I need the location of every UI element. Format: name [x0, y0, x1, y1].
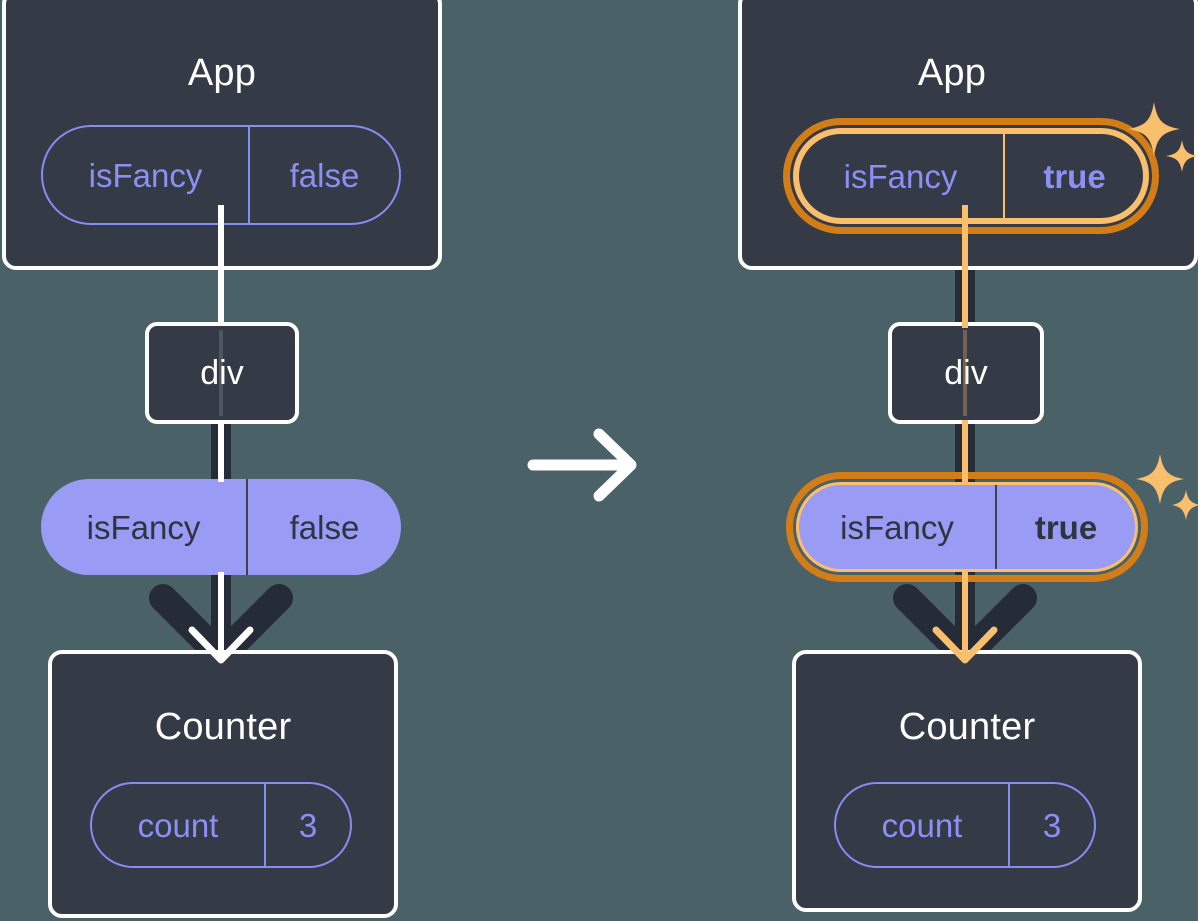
connector-app-to-div-before: [218, 205, 224, 325]
arrow-head-orange-after: [932, 626, 998, 664]
pill-divider: [248, 127, 250, 223]
counter-state-pill-before[interactable]: count 3: [90, 782, 352, 868]
arrow-head-white-before: [188, 626, 254, 664]
arrow-right-icon: [527, 428, 637, 502]
app-state-pill-after[interactable]: isFancy true: [796, 131, 1146, 221]
counter-state-pill-after[interactable]: count 3: [834, 782, 1096, 868]
connector-through-div-after: [963, 330, 967, 416]
counter-title-before: Counter: [154, 706, 292, 748]
prop-pill-value-before: false: [289, 508, 360, 546]
connector-prop-to-counter-before: [218, 572, 224, 660]
div-element-box-after[interactable]: div: [888, 322, 1044, 424]
prop-pill-before[interactable]: isFancy false: [41, 479, 401, 575]
pill-divider: [995, 485, 997, 569]
app-title-before: App: [187, 52, 257, 94]
pill-divider: [1003, 133, 1005, 219]
app-state-pill-before[interactable]: isFancy false: [41, 125, 401, 225]
counter-state-pill-key-after: count: [881, 806, 963, 844]
prop-pill-value-after: true: [1034, 508, 1098, 546]
connector-prop-to-counter-after: [962, 572, 968, 660]
app-state-pill-key-after: isFancy: [843, 157, 958, 195]
pill-divider: [1008, 784, 1010, 866]
sparkle-icon-prop-after: [1136, 454, 1198, 520]
counter-state-pill-value-after: 3: [1042, 806, 1062, 844]
prop-pill-key-before: isFancy: [86, 508, 201, 546]
counter-state-pill-key-before: count: [137, 806, 219, 844]
app-title-after: App: [917, 52, 987, 94]
prop-pill-key-after: isFancy: [840, 508, 954, 546]
div-label-after: div: [944, 353, 988, 392]
connector-div-to-prop-before: [218, 420, 224, 482]
pill-divider: [246, 479, 248, 575]
connector-app-to-div-after: [962, 205, 968, 328]
app-state-pill-value-before: false: [289, 156, 360, 194]
counter-component-box-after[interactable]: Counter: [792, 650, 1142, 912]
sparkle-icon-app-after: [1128, 102, 1198, 172]
connector-through-div-before: [219, 330, 223, 416]
counter-title-after: Counter: [898, 706, 1036, 748]
connector-div-to-prop-after: [962, 420, 968, 484]
app-state-pill-key-before: isFancy: [88, 156, 203, 194]
prop-pill-after[interactable]: isFancy true: [799, 485, 1135, 569]
pill-divider: [264, 784, 266, 866]
div-label-before: div: [200, 353, 244, 392]
counter-state-pill-value-before: 3: [298, 806, 318, 844]
app-state-pill-value-after: true: [1043, 157, 1106, 195]
